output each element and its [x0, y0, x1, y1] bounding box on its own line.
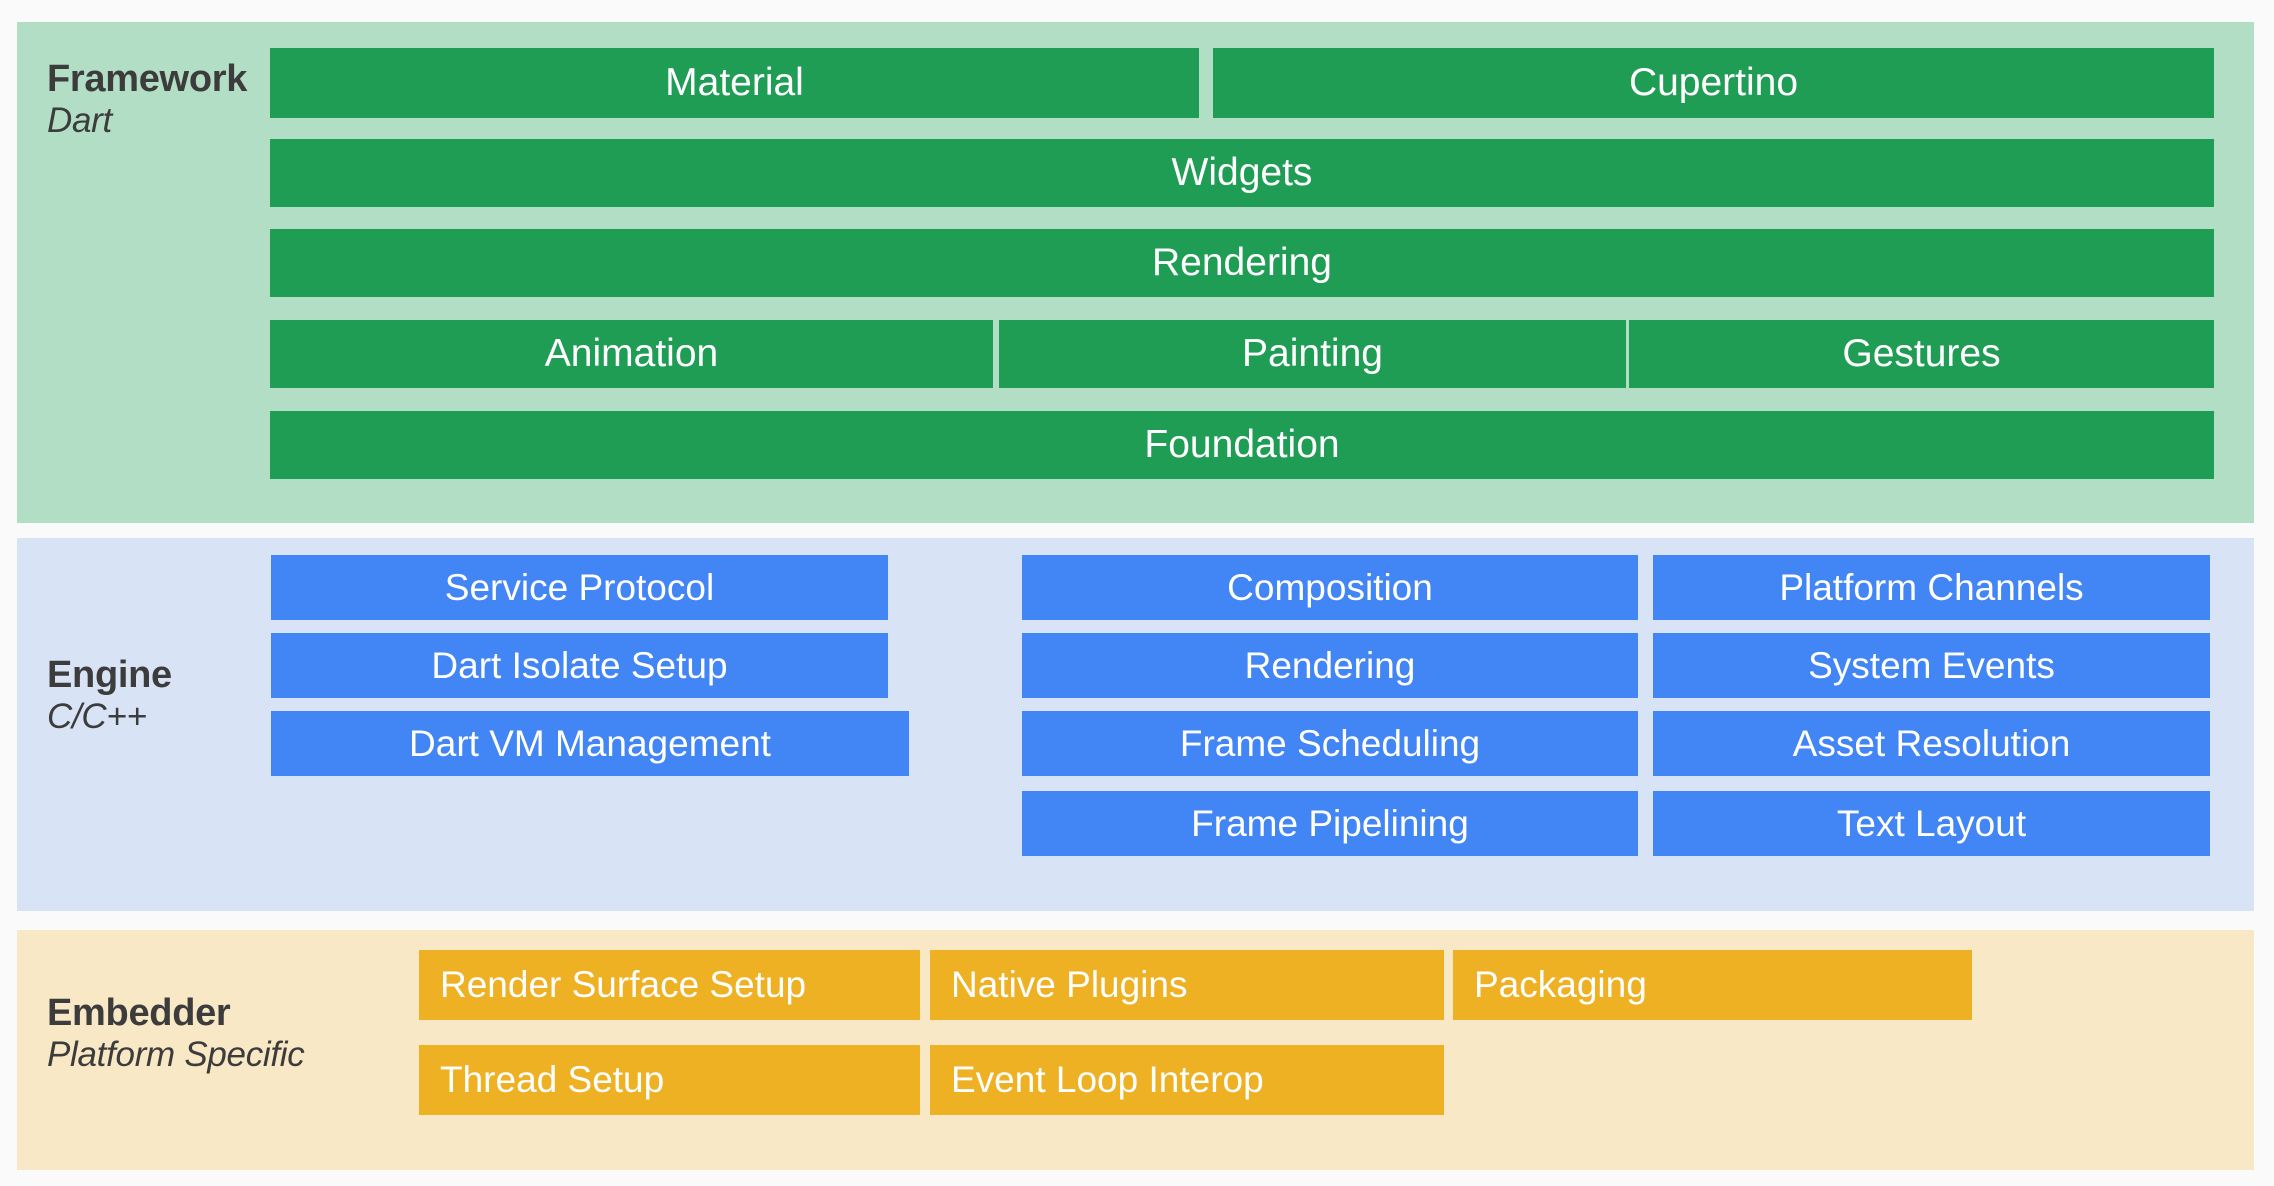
framework-layer-label: Framework Dart [47, 58, 247, 140]
framework-box-rendering[interactable]: Rendering [270, 229, 2214, 297]
embedder-layer-label: Embedder Platform Specific [47, 992, 305, 1074]
engine-box-service-protocol[interactable]: Service Protocol [271, 555, 888, 620]
framework-box-widgets[interactable]: Widgets [270, 139, 2214, 207]
engine-layer-label: Engine C/C++ [47, 654, 172, 736]
engine-box-asset-resolution[interactable]: Asset Resolution [1653, 711, 2210, 776]
engine-layer-title: Engine [47, 654, 172, 696]
embedder-box-event-loop-interop[interactable]: Event Loop Interop [930, 1045, 1444, 1115]
engine-box-dart-isolate-setup[interactable]: Dart Isolate Setup [271, 633, 888, 698]
layer-band-engine: Engine C/C++ Service Protocol Dart Isola… [17, 538, 2254, 911]
embedder-layer-language: Platform Specific [47, 1034, 305, 1074]
embedder-box-packaging[interactable]: Packaging [1453, 950, 1972, 1020]
engine-box-rendering[interactable]: Rendering [1022, 633, 1638, 698]
framework-box-foundation[interactable]: Foundation [270, 411, 2214, 479]
embedder-box-native-plugins[interactable]: Native Plugins [930, 950, 1444, 1020]
framework-layer-language: Dart [47, 100, 112, 140]
layer-band-embedder: Embedder Platform Specific Render Surfac… [17, 930, 2254, 1170]
engine-layer-language: C/C++ [47, 696, 147, 736]
framework-box-gestures[interactable]: Gestures [1629, 320, 2214, 388]
engine-box-text-layout[interactable]: Text Layout [1653, 791, 2210, 856]
engine-box-composition[interactable]: Composition [1022, 555, 1638, 620]
engine-box-system-events[interactable]: System Events [1653, 633, 2210, 698]
engine-box-frame-pipelining[interactable]: Frame Pipelining [1022, 791, 1638, 856]
embedder-box-thread-setup[interactable]: Thread Setup [419, 1045, 920, 1115]
layer-band-framework: Framework Dart Material Cupertino Widget… [17, 22, 2254, 523]
engine-box-platform-channels[interactable]: Platform Channels [1653, 555, 2210, 620]
framework-layer-title: Framework [47, 58, 248, 100]
embedder-layer-title: Embedder [47, 992, 231, 1034]
engine-box-dart-vm-management[interactable]: Dart VM Management [271, 711, 909, 776]
framework-box-animation[interactable]: Animation [270, 320, 993, 388]
framework-box-painting[interactable]: Painting [999, 320, 1626, 388]
framework-box-cupertino[interactable]: Cupertino [1213, 48, 2214, 118]
embedder-box-render-surface-setup[interactable]: Render Surface Setup [419, 950, 920, 1020]
framework-box-material[interactable]: Material [270, 48, 1199, 118]
engine-box-frame-scheduling[interactable]: Frame Scheduling [1022, 711, 1638, 776]
